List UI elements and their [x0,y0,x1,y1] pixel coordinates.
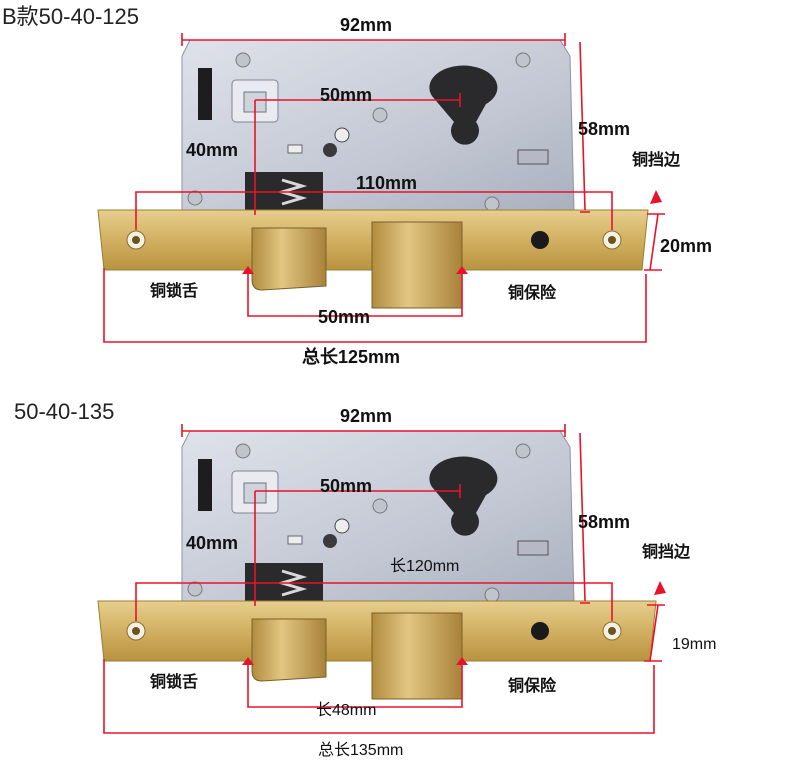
lock-diagram-b125: B款50-40-125 92mm 50mm 58mm 40mm 110mm 铜挡… [2,4,713,367]
latch-bolt [251,227,327,291]
height-dimension: 58mm [578,512,631,532]
width-dimension: 92mm [340,15,393,35]
screw [235,443,251,459]
backset-dimension: 50mm [320,85,373,105]
screw [372,498,388,514]
cylinder-keyhole [429,65,498,145]
variant-label: B款50-40-125 [2,4,139,29]
variant-label: 50-40-135 [14,399,115,424]
inner-dimension: 110mm [356,173,418,193]
edge-label: 铜挡边 [632,152,681,169]
side-dimension: 40mm [186,533,239,553]
latch-label: 铜锁舌 [150,674,199,691]
dimension-lines [103,424,665,734]
guard-label: 铜保险 [508,678,557,695]
width-dimension: 92mm [340,406,393,426]
screw [372,107,388,123]
guard-label: 铜保险 [508,285,557,302]
plate-height-dimension: 20mm [660,236,713,256]
dead-bolt [371,612,463,700]
latch-label: 铜锁舌 [150,283,199,300]
screw [484,587,500,603]
screw [235,52,251,68]
screw [515,52,531,68]
plate-height-dimension: 19mm [672,636,717,653]
span-dimension: 50mm [318,307,371,327]
height-dimension: 58mm [578,119,631,139]
span-dimension: 长48mm [316,702,377,719]
dead-bolt [371,221,463,309]
dimension-arrows [242,190,662,274]
screw [187,581,203,597]
backset-dimension: 50mm [320,476,373,496]
dimension-lines [103,33,665,343]
knob-slot [198,68,212,120]
edge-label: 铜挡边 [642,544,691,561]
cylinder-keyhole [429,456,498,536]
latch-bolt [251,618,327,682]
side-dimension: 40mm [186,140,239,160]
dimension-arrows [242,581,666,665]
inner-dimension: 长120mm [390,558,460,575]
screw [484,196,500,212]
lock-diagram-135: 50-40-135 92mm 50mm 58mm 40mm 长120mm 铜挡边… [0,391,790,782]
lock-illustration [97,424,666,734]
screw [515,443,531,459]
total-length: 总长125mm [302,347,401,367]
knob-slot [198,459,212,511]
total-length: 总长135mm [318,742,404,759]
lock-illustration [97,33,665,343]
screw [187,190,203,206]
